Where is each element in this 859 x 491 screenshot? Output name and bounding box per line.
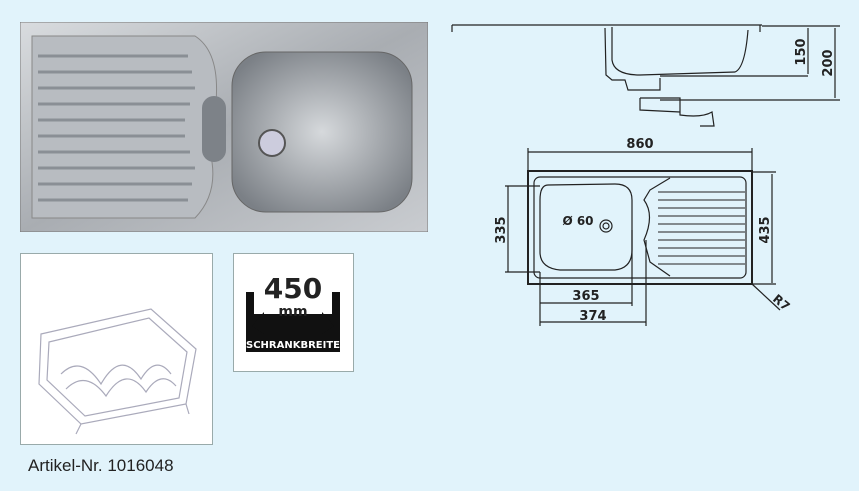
dim-bowl-inner: 365 bbox=[572, 289, 599, 304]
dim-total-depth: 200 bbox=[821, 49, 836, 76]
article-number: Artikel-Nr. 1016048 bbox=[28, 456, 174, 475]
dish-basket-image bbox=[20, 253, 213, 445]
dim-bowl-height: 335 bbox=[494, 216, 509, 243]
dim-radius: R7 bbox=[770, 292, 792, 314]
sink-photo bbox=[19, 21, 429, 233]
dim-bowl-depth: 150 bbox=[794, 38, 809, 65]
dim-drain: Ø 60 bbox=[562, 214, 593, 228]
badge-unit: mm bbox=[278, 304, 307, 320]
dim-height: 435 bbox=[758, 216, 773, 243]
dim-width: 860 bbox=[626, 137, 653, 152]
badge-value: 450 bbox=[264, 272, 322, 305]
badge-label: SCHRANKBREITE bbox=[246, 340, 340, 351]
cabinet-width-badge: 450 mm SCHRANKBREITE bbox=[233, 253, 354, 372]
dim-bowl-outer: 374 bbox=[579, 309, 606, 324]
